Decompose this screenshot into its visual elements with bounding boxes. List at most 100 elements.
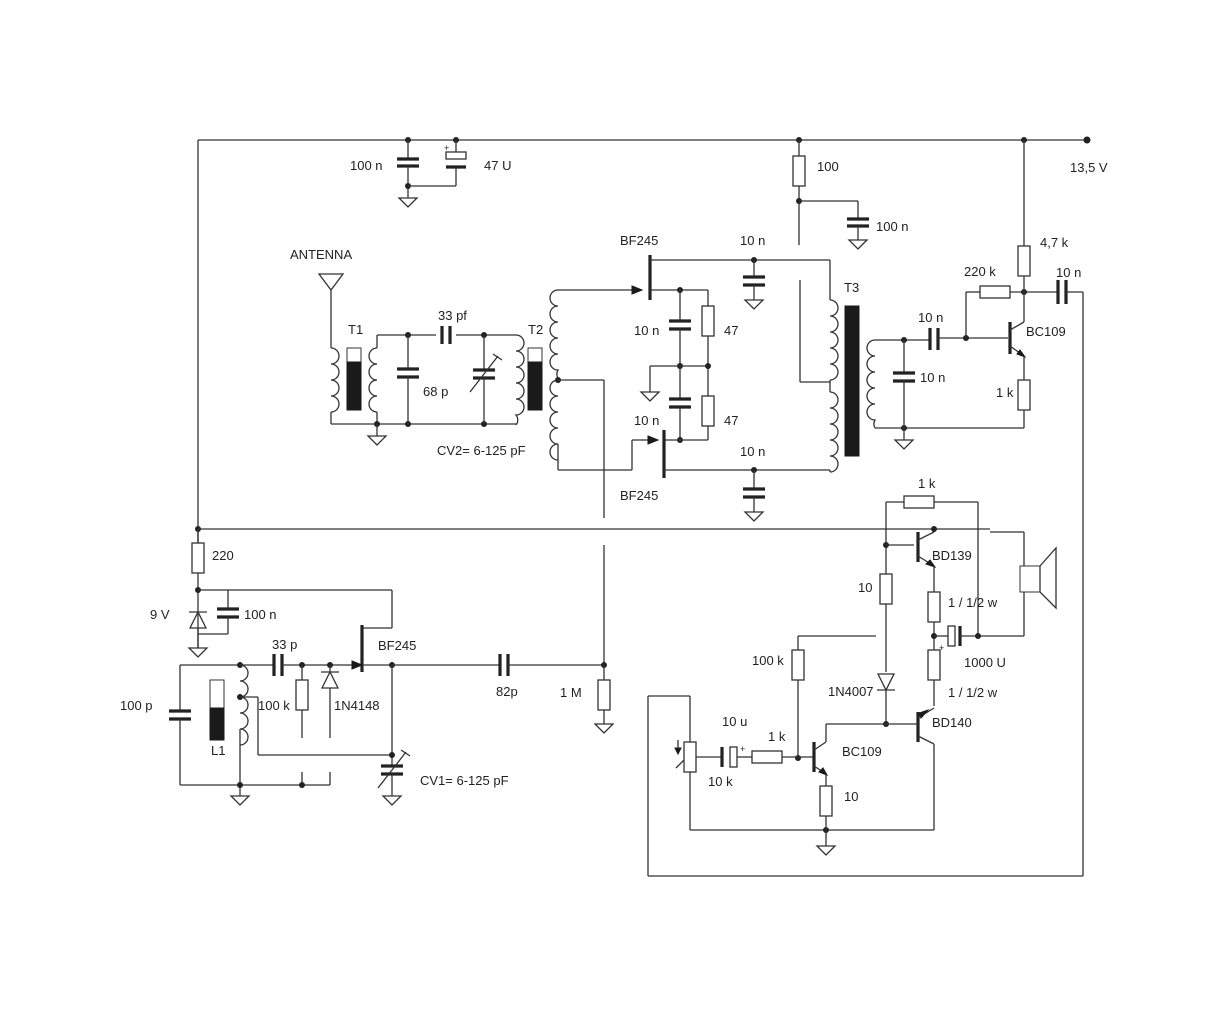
cv2-label: CV2= 6-125 pF	[437, 443, 526, 458]
bc109-af-label: BC109	[842, 744, 882, 759]
resistor-100k-af	[791, 635, 876, 761]
c-68p-label: 68 p	[423, 384, 448, 399]
t1-label: T1	[348, 322, 363, 337]
c-10n-bottom-label: 10 n	[740, 444, 765, 459]
c-10n-src2-label: 10 n	[634, 413, 659, 428]
resistor-100	[792, 140, 869, 250]
r-1m-label: 1 M	[560, 685, 582, 700]
svg-text:+: +	[444, 143, 449, 153]
resistor-1k-af	[751, 750, 814, 764]
svg-text:+: +	[939, 643, 944, 653]
capacitor-33pf	[436, 326, 456, 344]
r-220-label: 220	[212, 548, 234, 563]
variable-capacitor-cv2	[469, 332, 503, 427]
c-10n-t3b-label: 10 n	[920, 370, 945, 385]
cv1-label: CV1= 6-125 pF	[420, 773, 509, 788]
c-100n-top-label: 100 n	[350, 158, 383, 173]
electrolytic-47u: +	[444, 140, 467, 186]
antenna-label: ANTENNA	[290, 247, 352, 262]
variable-capacitor-cv1	[377, 749, 411, 806]
zener-9v	[187, 610, 209, 658]
capacitor-100n-zener	[198, 590, 239, 635]
capacitor-10n-top	[743, 257, 765, 310]
diode-1n4148	[320, 665, 340, 785]
transformer-t3	[799, 260, 1024, 473]
bd139-label: BD139	[932, 548, 972, 563]
antenna-symbol	[317, 273, 345, 348]
transformer-t2	[514, 285, 660, 471]
decoupling-100n-top	[397, 140, 456, 208]
c-10u-label: 10 u	[722, 714, 747, 729]
c-82p-label: 82p	[496, 684, 518, 699]
capacitor-33p	[240, 654, 354, 676]
resistor-1ohm-a	[927, 591, 941, 650]
t2-label: T2	[528, 322, 543, 337]
audio-feedback-network	[883, 495, 979, 636]
svg-text:+: +	[740, 744, 745, 754]
c-10n-src1-label: 10 n	[634, 323, 659, 338]
d-1n4148-label: 1N4148	[334, 698, 380, 713]
c-47u-label: 47 U	[484, 158, 511, 173]
jfet-bf245-oscillator	[351, 625, 500, 765]
c-1000u-label: 1000 U	[964, 655, 1006, 670]
c-100p-label: 100 p	[120, 698, 153, 713]
c-100n-zener-label: 100 n	[244, 607, 277, 622]
supply-voltage-label: 13,5 V	[1070, 160, 1108, 175]
coupling-cap-10n-t3a	[928, 328, 1008, 350]
capacitor-10n-bottom	[743, 467, 765, 522]
r-1k-fb-label: 1 k	[918, 476, 936, 491]
r-100-label: 100	[817, 159, 839, 174]
capacitor-68p	[397, 332, 419, 427]
volume-potentiometer	[647, 695, 1083, 877]
transistor-bc109-if	[1008, 321, 1031, 428]
jfet-bf245-top	[648, 255, 830, 300]
capacitor-82p	[498, 654, 607, 676]
bf245-osc-label: BF245	[378, 638, 416, 653]
r-10-em-label: 10	[844, 789, 858, 804]
bf245-top-label: BF245	[620, 233, 658, 248]
bd140-label: BD140	[932, 715, 972, 730]
resistor-4k7	[1017, 140, 1031, 322]
d-1n4007-label: 1N4007	[828, 684, 874, 699]
r-100k-af-label: 100 k	[752, 653, 784, 668]
pot-10k-label: 10 k	[708, 774, 733, 789]
c-10n-t3a-label: 10 n	[918, 310, 943, 325]
bf245-bottom-label: BF245	[620, 488, 658, 503]
resistor-100k-gate	[295, 665, 309, 788]
c-33p-label: 33 p	[272, 637, 297, 652]
transistor-bd139	[916, 526, 937, 592]
c-33pf-label: 33 pf	[438, 308, 467, 323]
t3-label: T3	[844, 280, 859, 295]
source-network	[639, 290, 715, 443]
r-47-b-label: 47	[724, 413, 738, 428]
loudspeaker	[990, 531, 1057, 636]
r-10-bias-label: 10	[858, 580, 872, 595]
r-100k-gate-label: 100 k	[258, 698, 290, 713]
c-10n-out-label: 10 n	[1056, 265, 1081, 280]
r-1ohm-a-label: 1 / 1/2 w	[948, 595, 998, 610]
r-4k7-label: 4,7 k	[1040, 235, 1069, 250]
r-1ohm-b-label: 1 / 1/2 w	[948, 685, 998, 700]
transistor-bd140	[886, 707, 935, 830]
c-100n-right-label: 100 n	[876, 219, 909, 234]
resistor-1m	[593, 665, 615, 734]
r-220k-label: 220 k	[964, 264, 996, 279]
oscillator-coil-l1	[209, 662, 392, 806]
resistor-10-bias	[879, 573, 893, 672]
c-10n-top-label: 10 n	[740, 233, 765, 248]
r-1k-if-label: 1 k	[996, 385, 1014, 400]
bc109-if-label: BC109	[1026, 324, 1066, 339]
capacitor-100p	[169, 664, 330, 786]
resistor-1ohm-b	[927, 649, 941, 706]
electrolytic-1000u: +	[934, 625, 1024, 653]
r-47-a-label: 47	[724, 323, 738, 338]
l1-label: L1	[211, 743, 225, 758]
electrolytic-10u: +	[720, 744, 752, 768]
transistor-bc109-af	[812, 723, 886, 856]
diode-1n4007	[876, 673, 896, 727]
capacitor-10n-output	[1056, 280, 1084, 876]
jfet-bf245-bottom	[662, 430, 830, 478]
zener-9v-label: 9 V	[150, 607, 170, 622]
supply-rail	[197, 136, 1091, 543]
